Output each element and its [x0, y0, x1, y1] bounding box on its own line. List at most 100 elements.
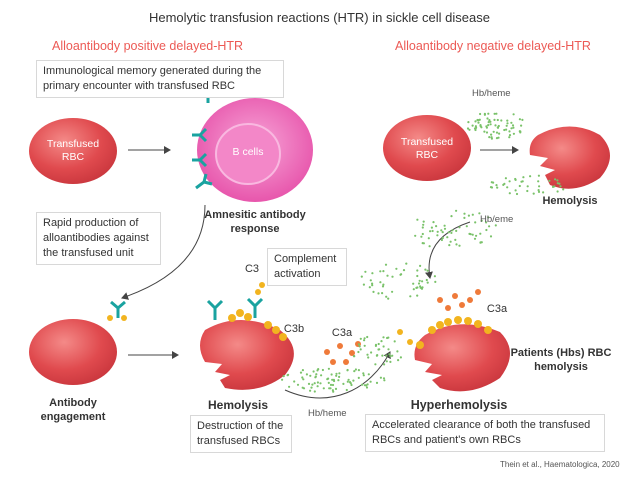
hb-dot	[322, 387, 325, 390]
hb-dot	[331, 378, 334, 381]
hb-dot	[360, 275, 363, 278]
hb-dot	[440, 229, 443, 232]
hb-dot	[293, 380, 296, 383]
hb-dot	[495, 184, 498, 187]
hb-dot	[488, 136, 491, 139]
hb-dot	[418, 279, 421, 282]
hb-dot	[454, 238, 457, 241]
hb-dot	[458, 244, 461, 247]
hb-dot	[379, 270, 382, 273]
c3a-dots-left	[324, 341, 361, 365]
hb-dot	[427, 237, 430, 240]
hb-dot	[511, 124, 515, 127]
hb-dot	[421, 280, 424, 283]
hb-dot	[490, 181, 493, 184]
hb-dot	[432, 221, 435, 224]
hb-dot	[448, 244, 451, 247]
hb-dot	[414, 234, 417, 237]
hb-dot	[370, 351, 373, 354]
hb-dot	[495, 112, 498, 115]
hb-dot	[542, 191, 545, 194]
hb-dot	[428, 245, 431, 248]
hb-dot	[463, 212, 466, 215]
rapid-production-box: Rapid production of alloantibodies again…	[36, 212, 161, 265]
hb-dot	[354, 368, 357, 371]
hb-dot	[281, 378, 284, 381]
hb-dot	[367, 373, 370, 376]
hb-dot	[426, 281, 429, 284]
arrow-hemolysis-to-hyperhemolysis	[284, 351, 391, 399]
hb-dot	[391, 290, 394, 293]
complement-activation-box: Complement activation	[267, 248, 347, 286]
hb-dot	[316, 381, 319, 384]
hb-dot	[362, 283, 365, 286]
c3b-label: C3b	[283, 323, 305, 335]
hb-dot	[335, 374, 338, 377]
antibody-engagement-label: Antibody engagement	[40, 397, 106, 423]
hb-dot	[352, 355, 356, 358]
patients-hemolysis-label: Patients (Hbs) RBC hemolysis	[510, 347, 612, 373]
hb-dot	[361, 383, 364, 386]
hb-dot	[518, 184, 521, 188]
hb-dot	[374, 363, 377, 366]
hb-dot	[471, 124, 474, 127]
engagement-rbc-cell	[29, 319, 117, 385]
hemolysis-label-right: Hemolysis	[542, 195, 598, 207]
hb-dot	[500, 119, 503, 122]
hb-dot	[465, 225, 468, 228]
hb-dot	[337, 379, 340, 382]
hb-dot	[441, 236, 444, 240]
hb-dot	[416, 286, 419, 289]
transfused-rbc-cell-right	[383, 115, 471, 181]
hb-dot	[416, 218, 419, 221]
hyperhemolysis-label: Hyperhemolysis	[410, 398, 508, 412]
hb-dot	[309, 389, 312, 392]
hb-dot	[342, 382, 345, 385]
hb-dot	[329, 383, 333, 386]
hb-dot	[391, 275, 394, 278]
hb-dot	[382, 377, 386, 380]
hb-dot	[327, 367, 330, 370]
hb-dot	[440, 238, 443, 242]
hb-dot	[455, 209, 458, 212]
hb-dot	[487, 124, 490, 127]
hb-dot	[385, 360, 388, 363]
hb-dot	[327, 377, 330, 380]
hb-dot	[556, 179, 559, 182]
hb-dot	[512, 113, 515, 116]
hb-dot	[508, 134, 512, 137]
b-cell-nucleus	[215, 123, 281, 185]
hb-dot	[422, 220, 425, 223]
hb-dot	[379, 376, 382, 379]
accelerated-clearance-box: Accelerated clearance of both the transf…	[365, 414, 605, 452]
hb-dot	[366, 335, 369, 339]
hb-dot	[363, 337, 366, 340]
hb-dot	[489, 235, 493, 238]
hb-dot	[335, 372, 338, 375]
hb-dot	[386, 274, 389, 277]
hb-dot	[473, 237, 477, 240]
hb-dot	[334, 387, 338, 390]
hb-dot	[430, 226, 433, 229]
hb-dot	[421, 286, 424, 289]
hb-dot	[416, 274, 419, 278]
hb-dot	[421, 226, 424, 229]
hb-dot	[381, 292, 384, 295]
hb-dot	[377, 342, 380, 346]
hb-dot	[353, 370, 356, 373]
hb-dot	[362, 372, 365, 375]
hb-dot	[314, 375, 317, 378]
hb-eme-label: Hb/eme	[480, 214, 514, 225]
hb-dot	[365, 384, 368, 387]
hb-dot	[359, 337, 362, 340]
hb-dot	[508, 180, 511, 183]
hb-dot	[463, 216, 466, 219]
hb-dot	[347, 378, 350, 381]
hb-dot	[384, 263, 388, 266]
hb-dot	[526, 189, 529, 193]
hb-dot	[485, 131, 489, 134]
hb-dot	[512, 126, 515, 129]
hb-dot	[379, 281, 382, 284]
hb-dot	[556, 190, 559, 193]
